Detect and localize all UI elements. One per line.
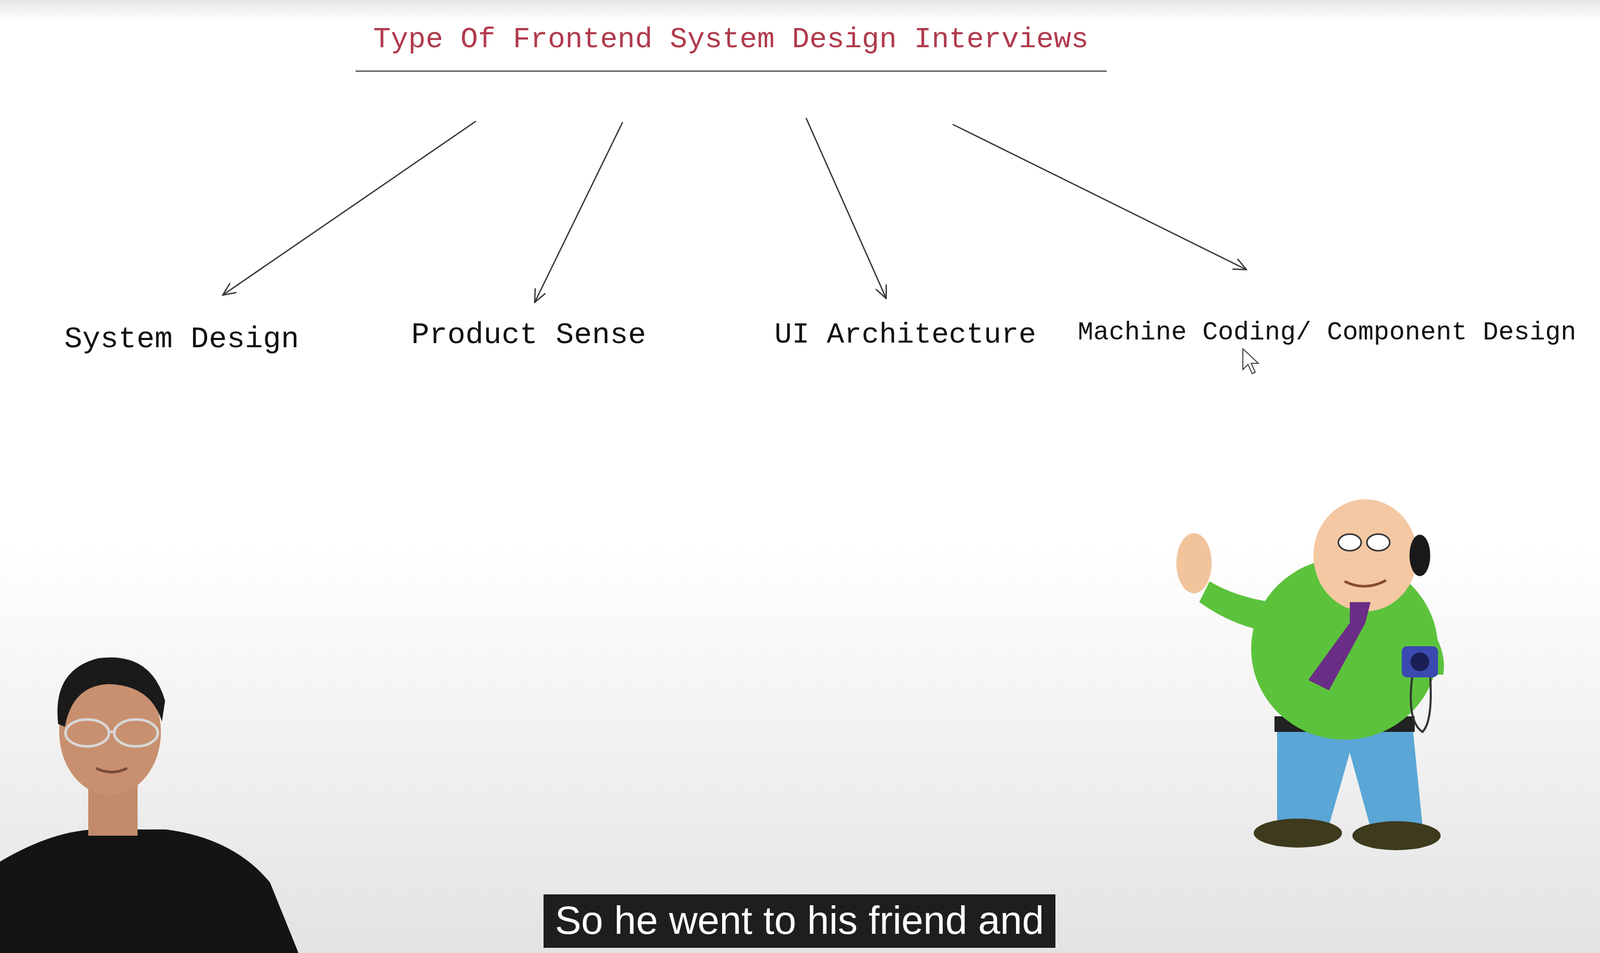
subtitle-caption: So he went to his friend and (543, 894, 1056, 948)
presenter-figure (0, 657, 299, 953)
category-text: Product Sense (411, 318, 646, 352)
category-label-node: UI Architecture (771, 316, 1040, 354)
arrow-connector (222, 121, 476, 296)
title-node: Type Of Frontend System Design Interview… (355, 22, 1107, 72)
arrow-connector (806, 118, 887, 299)
mouse-pointer (1242, 348, 1259, 374)
category-text: UI Architecture (774, 318, 1037, 352)
cartoon-character (1176, 499, 1444, 851)
category-label-node: System Design (61, 320, 303, 359)
arrow-connector (534, 122, 623, 303)
arrow-connector (953, 124, 1247, 270)
category-text: System Design (64, 322, 300, 357)
category-label-node: Machine Coding/ Component Design (1074, 315, 1580, 350)
category-text: Machine Coding/ Component Design (1077, 317, 1577, 348)
title-text: Type Of Frontend System Design Interview… (368, 22, 1095, 57)
category-label-node: Product Sense (408, 316, 649, 355)
